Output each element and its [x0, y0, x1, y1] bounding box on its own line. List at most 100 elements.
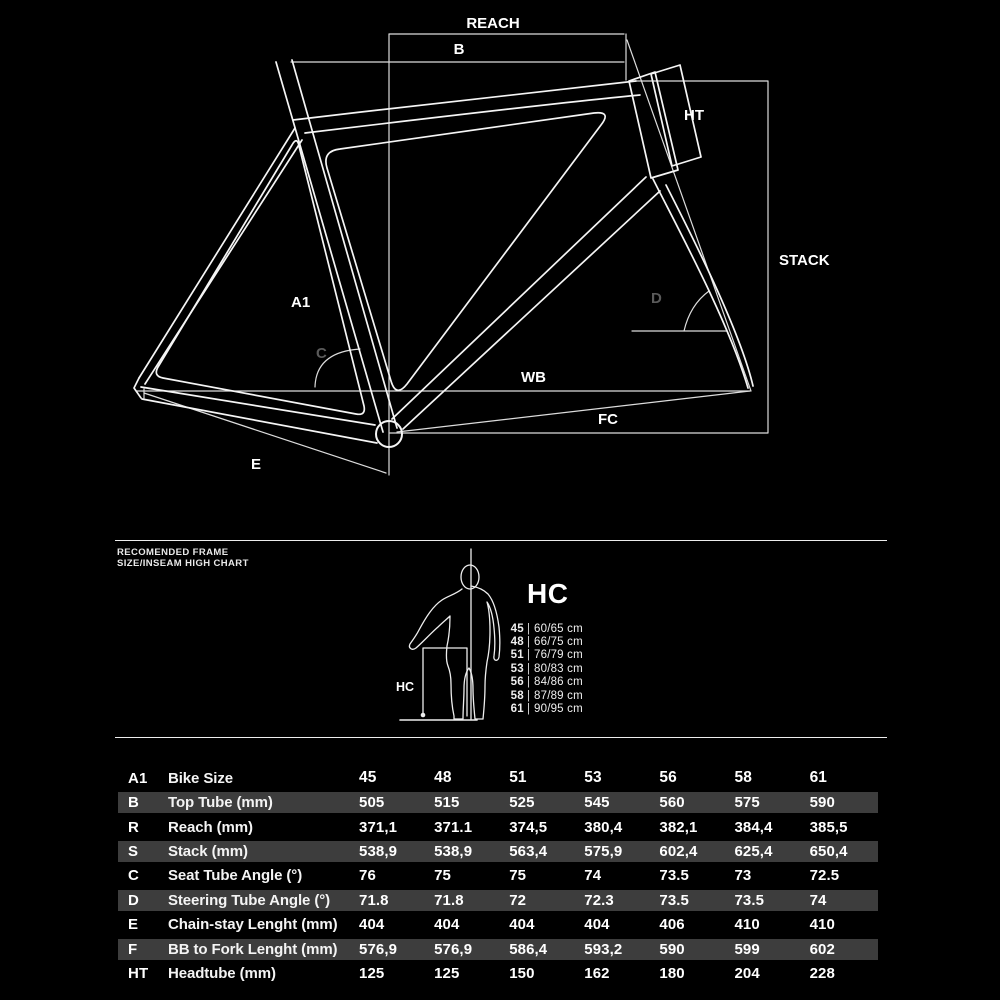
row-value: 125 [434, 965, 460, 983]
row-value: 505 [359, 794, 385, 812]
row-value: 575 [734, 794, 760, 812]
separator: | [527, 662, 530, 675]
row-value: 576,9 [359, 940, 398, 958]
hc-title: HC [527, 578, 569, 609]
row-label: Steering Tube Angle (°) [168, 891, 331, 909]
figure-hc-label: HC [396, 680, 414, 694]
size-inseam-row: 45|60/65 cm [500, 622, 583, 635]
header-size: 48 [434, 769, 452, 787]
size-inseam-row: 61|90/95 cm [500, 702, 583, 715]
row-label: Top Tube (mm) [168, 794, 273, 812]
steering-axis-line [626, 39, 752, 392]
row-value: 602 [809, 940, 835, 958]
row-value: 380,4 [584, 818, 623, 836]
inseam-figure: HC [396, 548, 501, 721]
row-value: 73.5 [659, 867, 689, 885]
row-value: 371.1 [434, 818, 473, 836]
row-value: 599 [734, 940, 760, 958]
size-inseam-row: 56|84/86 cm [500, 676, 583, 689]
row-label: Headtube (mm) [168, 965, 276, 983]
row-value: 75 [509, 867, 527, 885]
label-wb: WB [521, 369, 546, 386]
row-value: 545 [584, 794, 610, 812]
row-value: 150 [509, 965, 535, 983]
row-value: 71.8 [434, 891, 464, 909]
inseam-range: 76/79 cm [534, 649, 583, 662]
size-value: 58 [510, 689, 524, 702]
row-value: 382,1 [659, 818, 698, 836]
divider-top [115, 540, 887, 541]
row-value: 515 [434, 794, 460, 812]
row-value: 563,4 [509, 843, 548, 861]
figure-head [460, 564, 480, 590]
row-value: 576,9 [434, 940, 473, 958]
row-value: 602,4 [659, 843, 698, 861]
header-label: Bike Size [168, 769, 233, 787]
row-value: 72.3 [584, 891, 614, 909]
label-c: C [316, 345, 327, 362]
header-size: 56 [659, 769, 677, 787]
row-value: 73 [734, 867, 752, 885]
size-value: 48 [510, 636, 524, 649]
size-chart-heading: RECOMENDED FRAME SIZE/INSEAM HIGH CHART [117, 547, 249, 569]
separator: | [527, 649, 530, 662]
row-value: 75 [434, 867, 451, 885]
row-letter: S [128, 843, 139, 861]
row-label: Chain-stay Lenght (mm) [168, 916, 338, 934]
row-value: 204 [734, 965, 760, 983]
label-fc: FC [598, 411, 618, 428]
label-b: B [454, 41, 465, 58]
label-a1: A1 [291, 294, 310, 311]
row-value: 371,1 [359, 818, 398, 836]
row-value: 385,5 [809, 818, 848, 836]
row-value: 590 [809, 794, 835, 812]
row-value: 575,9 [584, 843, 623, 861]
separator: | [527, 676, 530, 689]
row-letter: R [128, 818, 140, 836]
row-value: 74 [809, 891, 827, 909]
row-value: 76 [359, 867, 376, 885]
row-value: 73.5 [734, 891, 765, 909]
row-value: 180 [659, 965, 685, 983]
size-inseam-row: 51|76/79 cm [500, 649, 583, 662]
row-value: 406 [659, 916, 685, 934]
row-letter: B [128, 794, 140, 812]
label-d: D [651, 290, 662, 307]
row-value: 560 [659, 794, 685, 812]
row-value: 593,2 [584, 940, 623, 958]
row-value: 162 [584, 965, 610, 983]
fork-blades [652, 178, 754, 389]
down-tube [391, 176, 661, 430]
label-e: E [251, 456, 261, 473]
row-value: 625,4 [734, 843, 773, 861]
row-letter: F [128, 940, 138, 958]
head-tube-outer [650, 64, 702, 167]
front-triangle-window [325, 111, 607, 392]
row-value: 404 [584, 916, 610, 934]
header-size: 53 [584, 769, 602, 787]
row-value: 410 [734, 916, 760, 934]
seat-tube [275, 59, 398, 433]
head-tube [628, 71, 679, 179]
size-value: 45 [510, 622, 524, 635]
size-inseam-row: 53|80/83 cm [500, 662, 583, 675]
row-value: 72 [509, 891, 527, 909]
row-value: 72.5 [809, 867, 840, 885]
frame-geometry-diagram: REACH B HT STACK A1 WB FC E C D [133, 15, 830, 476]
row-value: 590 [659, 940, 685, 958]
row-value: 538,9 [359, 843, 398, 861]
row-label: Reach (mm) [168, 818, 253, 836]
row-value: 538,9 [434, 843, 473, 861]
rear-triangle-window [155, 139, 366, 416]
bottom-bracket [375, 420, 403, 448]
separator: | [527, 622, 530, 635]
